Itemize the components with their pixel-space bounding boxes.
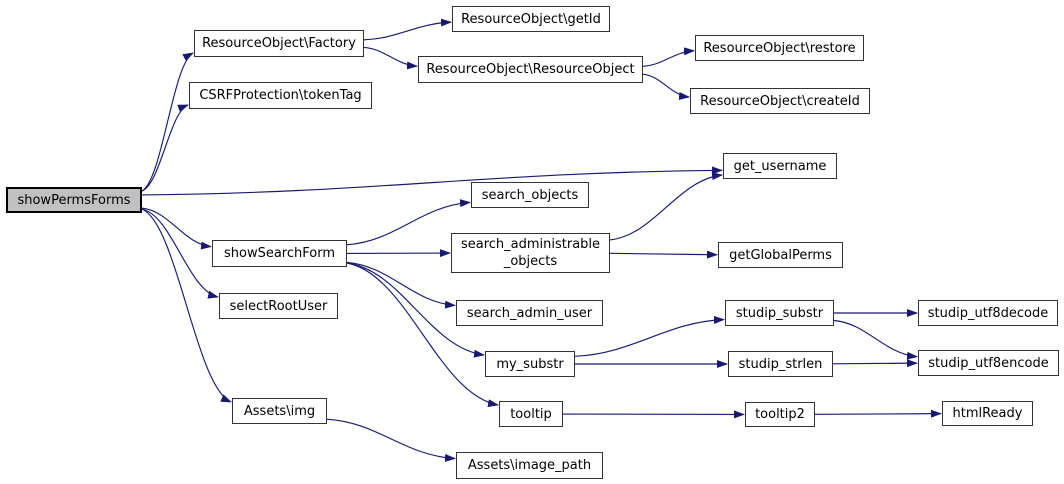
edge-my_substr-to-studip_substr bbox=[574, 316, 725, 357]
edge-show_perms_forms-to-show_search_form bbox=[141, 207, 212, 250]
edge-show_perms_forms-to-assets_img bbox=[141, 208, 232, 403]
node-studip_substr[interactable]: studip_substr bbox=[725, 300, 834, 326]
node-search_objects[interactable]: search_objects bbox=[471, 182, 589, 208]
node-assets_img[interactable]: Assets\img bbox=[232, 398, 327, 424]
node-search_admin_user[interactable]: search_admin_user bbox=[456, 300, 603, 326]
edge-show_search_form-to-search_objects bbox=[346, 199, 471, 246]
edge-show_perms_forms-to-csrf_token_tag bbox=[141, 104, 189, 192]
node-csrf_token_tag[interactable]: CSRFProtection\tokenTag bbox=[189, 82, 372, 109]
node-tooltip2[interactable]: tooltip2 bbox=[745, 402, 815, 427]
node-resource_get_id[interactable]: ResourceObject\getId bbox=[452, 6, 610, 32]
edge-resource_resource_object-to-resource_restore bbox=[642, 47, 695, 67]
node-resource_resource_object[interactable]: ResourceObject\ResourceObject bbox=[418, 56, 643, 83]
node-resource_factory[interactable]: ResourceObject\Factory bbox=[194, 30, 364, 57]
node-show_perms_forms[interactable]: showPermsForms bbox=[6, 187, 142, 213]
edge-resource_resource_object-to-resource_create_id bbox=[642, 73, 690, 100]
edge-show_perms_forms-to-get_username bbox=[141, 166, 723, 196]
node-studip_utf8decode[interactable]: studip_utf8decode bbox=[918, 300, 1058, 326]
node-tooltip[interactable]: tooltip bbox=[499, 401, 563, 427]
edge-assets_img-to-assets_image_path bbox=[326, 418, 456, 462]
edge-search_administrable_objects-to-get_username bbox=[609, 172, 723, 241]
node-search_administrable_objects[interactable]: search_administrable _objects bbox=[451, 233, 610, 273]
node-resource_create_id[interactable]: ResourceObject\createId bbox=[690, 88, 870, 114]
node-html_ready[interactable]: htmlReady bbox=[942, 401, 1033, 426]
edge-tooltip2-to-html_ready bbox=[814, 409, 942, 418]
node-assets_image_path[interactable]: Assets\image_path bbox=[456, 452, 603, 479]
node-show_search_form[interactable]: showSearchForm bbox=[212, 240, 347, 267]
node-my_substr[interactable]: my_substr bbox=[485, 351, 575, 377]
node-get_global_perms[interactable]: getGlobalPerms bbox=[718, 242, 843, 268]
edge-group bbox=[141, 18, 942, 462]
edge-show_search_form-to-search_admin_user bbox=[346, 261, 456, 309]
node-resource_restore[interactable]: ResourceObject\restore bbox=[695, 35, 864, 61]
edge-show_perms_forms-to-resource_factory bbox=[141, 52, 194, 192]
edge-show_perms_forms-to-select_root_user bbox=[141, 208, 219, 299]
edge-studip_strlen-to-studip_utf8encode bbox=[832, 359, 918, 368]
node-studip_strlen[interactable]: studip_strlen bbox=[728, 351, 833, 377]
edge-resource_factory-to-resource_get_id bbox=[363, 18, 452, 41]
edge-show_search_form-to-tooltip bbox=[346, 262, 499, 408]
edge-studip_substr-to-studip_utf8encode bbox=[833, 319, 918, 360]
node-studip_utf8encode[interactable]: studip_utf8encode bbox=[918, 350, 1059, 376]
edge-resource_factory-to-resource_resource_object bbox=[363, 46, 418, 70]
edge-search_administrable_objects-to-get_global_perms bbox=[609, 250, 718, 259]
edge-show_search_form-to-my_substr bbox=[346, 262, 485, 358]
node-get_username[interactable]: get_username bbox=[723, 153, 837, 179]
node-select_root_user[interactable]: selectRootUser bbox=[219, 293, 338, 319]
